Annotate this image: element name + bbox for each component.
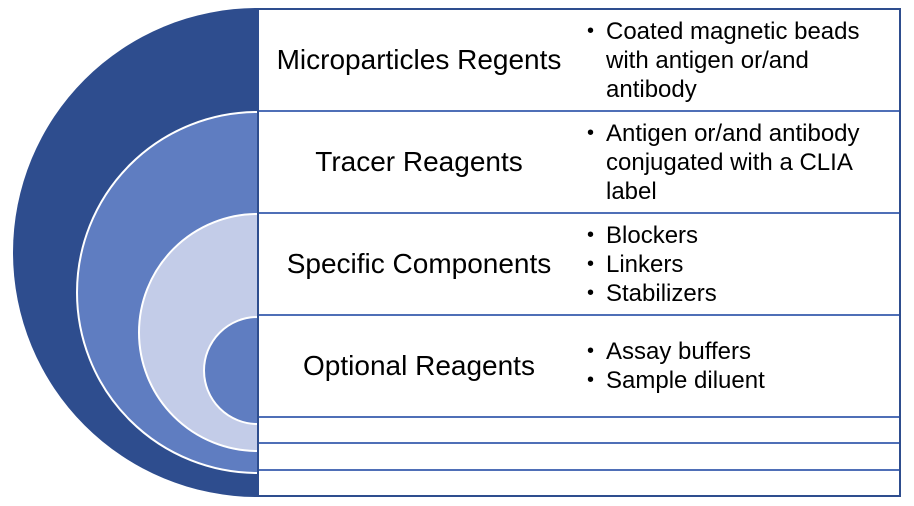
bullet-item: • Blockers (587, 221, 895, 250)
bullet-text: Assay buffers (606, 338, 751, 365)
bullet-marker: • (587, 252, 595, 275)
row-title: Tracer Reagents (315, 145, 523, 177)
bullet-text: Blockers (606, 221, 699, 249)
bullet-item: • Assay buffers (587, 337, 895, 366)
bullet-item: • Coated magnetic beads with antigen or/… (587, 17, 895, 104)
bullet-marker: • (587, 121, 595, 144)
row-bullets: • Coated magnetic beads with antigen or/… (579, 10, 899, 110)
row-title: Microparticles Regents (276, 43, 562, 75)
bullet-text: Sample diluent (606, 367, 765, 394)
table-row-tracer: Tracer Reagents • Antigen or/and antibod… (259, 112, 899, 214)
empty-row (259, 470, 899, 495)
row-bullets: • Blockers • Linkers • Stabilizers (579, 214, 899, 314)
bullet-marker: • (587, 369, 595, 391)
table-row-specific-components: Specific Components • Blockers • Linkers… (259, 214, 899, 316)
table-row-optional: Optional Reagents • Assay buffers • Samp… (259, 316, 899, 418)
table-row-microparticles: Microparticles Regents • Coated magnetic… (259, 10, 899, 112)
bullet-marker: • (587, 19, 595, 42)
row-bullets: • Assay buffers • Sample diluent (579, 316, 899, 416)
reagents-table: Microparticles Regents • Coated magnetic… (257, 8, 901, 497)
bullet-text: Stabilizers (606, 279, 717, 307)
bullet-text: Coated magnetic beads with antigen or/an… (606, 17, 860, 103)
row-title: Optional Reagents (303, 349, 535, 381)
empty-row (259, 418, 899, 445)
empty-row (259, 444, 899, 471)
bullet-marker: • (587, 340, 595, 362)
bullet-item: • Stabilizers (587, 279, 895, 308)
bullet-item: • Linkers (587, 250, 895, 279)
row-title: Specific Components (286, 247, 552, 279)
bullet-marker: • (587, 281, 595, 304)
bullet-item: • Sample diluent (587, 366, 895, 395)
bullet-text: Linkers (606, 250, 684, 278)
row-bullets: • Antigen or/and antibody conjugated wit… (579, 112, 899, 212)
bullet-text: Antigen or/and antibody conjugated with … (606, 119, 860, 205)
bullet-marker: • (587, 223, 595, 246)
bullet-item: • Antigen or/and antibody conjugated wit… (587, 119, 895, 206)
